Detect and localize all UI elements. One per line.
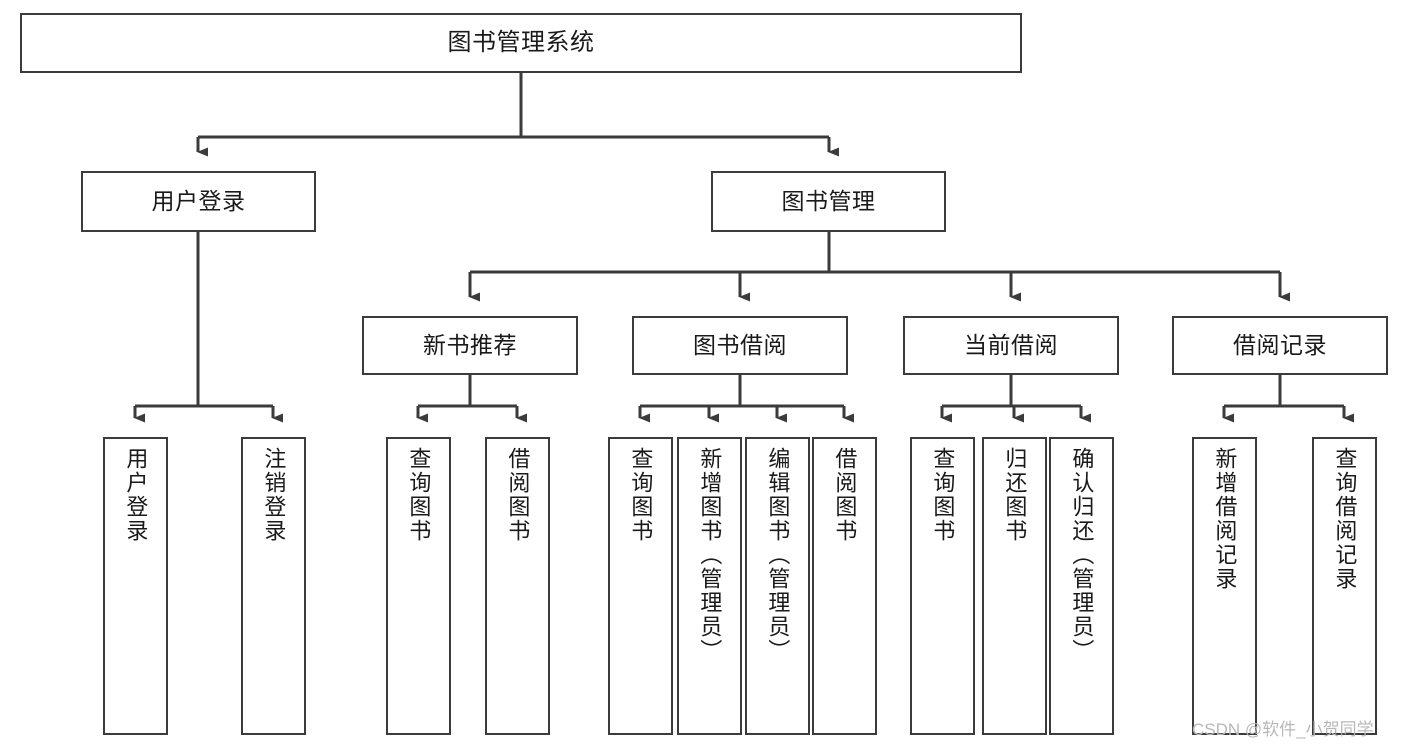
node-branch-user-login[interactable]: 用户登录 [81,171,316,232]
node-label: 图书管理系统 [447,28,595,56]
node-label: 查询图书 [628,447,654,543]
node-label: 借阅记录 [1233,331,1327,358]
node-leaf-user-login[interactable]: 用户登录 [103,437,168,735]
node-label: 查询图书 [406,447,432,543]
node-label: 图书管理 [781,187,876,214]
node-leaf-add-book-admin[interactable]: 新增图书（管理员） [677,437,742,735]
node-leaf-return-books[interactable]: 归还图书 [982,437,1047,735]
node-leaf-query-borrow-record[interactable]: 查询借阅记录 [1312,437,1377,735]
node-module-current-borrowing[interactable]: 当前借阅 [903,316,1119,375]
node-label: 新增借阅记录 [1212,447,1238,591]
node-leaf-confirm-return-admin[interactable]: 确认归还（管理员） [1049,437,1114,735]
node-label: 确认归还（管理员） [1069,447,1095,663]
node-label: 新增图书（管理员） [697,447,723,663]
node-leaf-query-books-borrowing[interactable]: 查询图书 [608,437,673,735]
node-root-system[interactable]: 图书管理系统 [20,13,1022,73]
node-label: 用户登录 [123,447,149,543]
node-module-new-book-recommendation[interactable]: 新书推荐 [362,316,578,375]
node-label: 用户登录 [151,187,246,214]
node-label: 注销登录 [261,447,287,543]
node-label: 归还图书 [1002,447,1028,543]
node-label: 当前借阅 [964,331,1058,358]
node-branch-book-management[interactable]: 图书管理 [711,171,946,232]
node-label: 查询图书 [930,447,956,543]
node-label: 借阅图书 [505,447,531,543]
node-leaf-query-books-current[interactable]: 查询图书 [910,437,975,735]
node-label: 图书借阅 [693,331,787,358]
node-label: 查询借阅记录 [1332,447,1358,591]
node-leaf-logout[interactable]: 注销登录 [241,437,306,735]
node-leaf-add-borrow-record[interactable]: 新增借阅记录 [1192,437,1257,735]
node-module-book-borrowing[interactable]: 图书借阅 [632,316,848,375]
node-leaf-query-books-recommend[interactable]: 查询图书 [386,437,451,735]
node-leaf-borrow-books-borrowing[interactable]: 借阅图书 [812,437,877,735]
watermark: CSDN @软件_小贺同学 [1192,720,1374,739]
node-leaf-borrow-books-recommend[interactable]: 借阅图书 [485,437,550,735]
node-label: 新书推荐 [423,331,517,358]
node-label: 借阅图书 [832,447,858,543]
node-label: 编辑图书（管理员） [765,447,791,663]
node-module-borrowing-records[interactable]: 借阅记录 [1172,316,1388,375]
node-leaf-edit-book-admin[interactable]: 编辑图书（管理员） [745,437,810,735]
